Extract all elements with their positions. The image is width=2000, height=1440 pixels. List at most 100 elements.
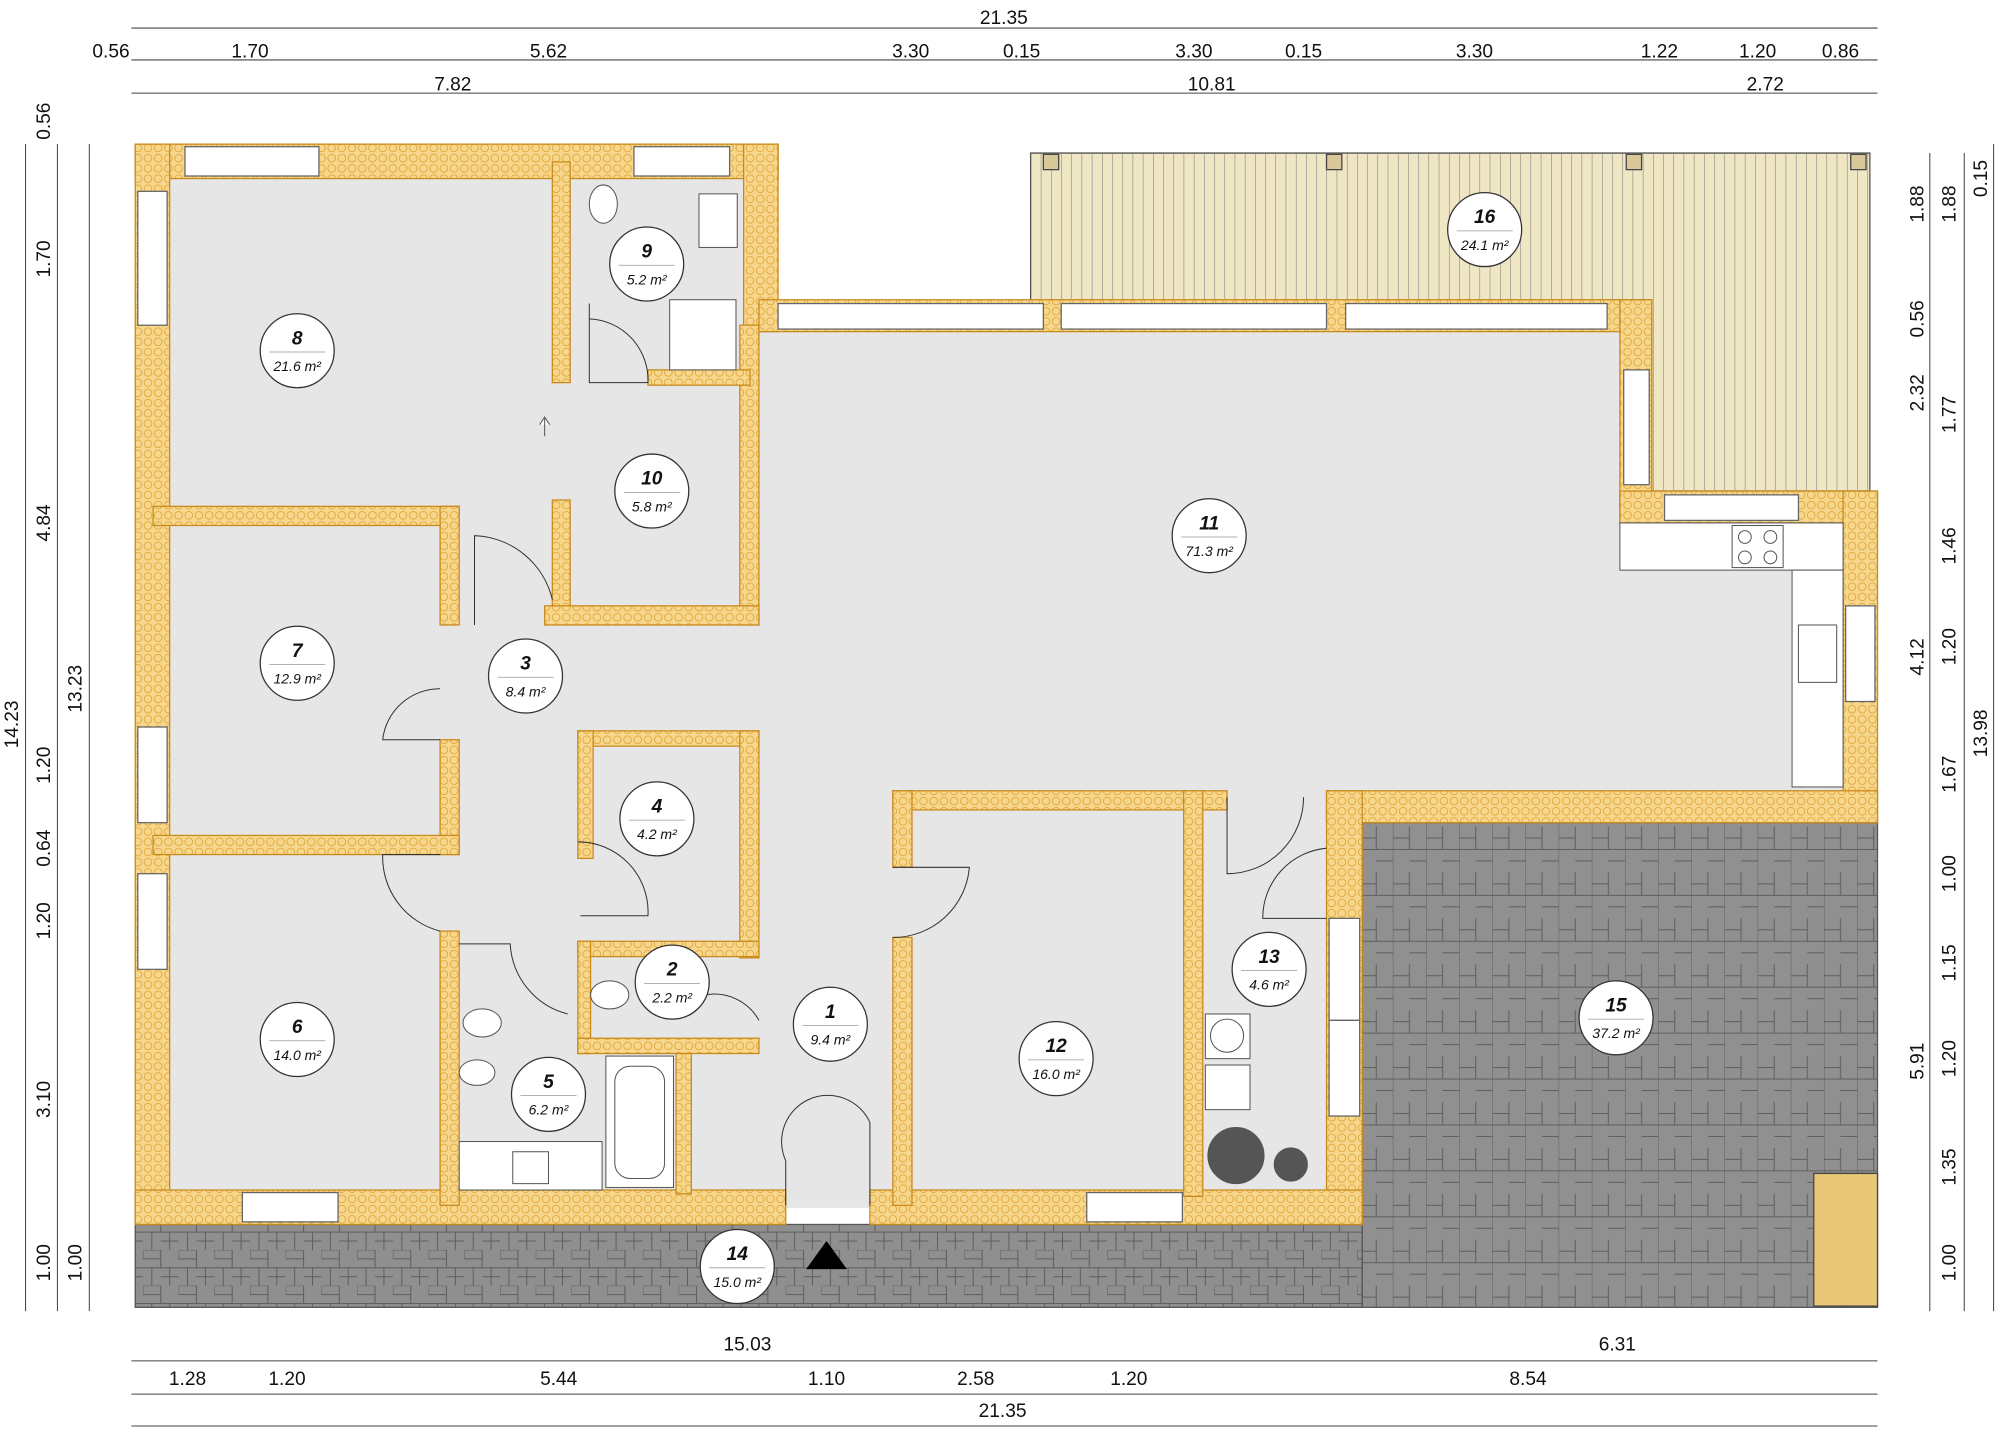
room-number: 5	[543, 1072, 554, 1093]
kitchen-sink-icon	[1797, 624, 1838, 683]
dimension-bottom-sections: 15.03	[724, 1335, 772, 1356]
room-number: 6	[292, 1017, 303, 1038]
room-label-5: 5 6.2 m²	[510, 1056, 587, 1132]
room-label-9: 95.2 m²	[609, 226, 685, 302]
room-label-1: 19.4 m²	[792, 986, 868, 1062]
deck-posts	[1042, 153, 1867, 171]
interior-walls	[152, 161, 1228, 1206]
room-area: 6.2 m²	[529, 1102, 570, 1118]
firewood-stack	[1813, 1172, 1879, 1307]
dimension-left-detail: 0.64	[34, 829, 55, 867]
room-number: 14	[727, 1244, 749, 1265]
dimension-right-outer: 0.15	[1971, 160, 1992, 197]
stair-arrow-icon	[539, 416, 551, 437]
dimension-top-detail: 0.15	[1285, 41, 1322, 62]
room-label-6: 6 14.0 m²	[259, 1001, 335, 1078]
room-number: 10	[641, 469, 663, 490]
room-area: 4.6 m²	[1249, 977, 1290, 993]
room-area: 9.4 m²	[810, 1032, 851, 1048]
dimension-top-detail: 0.15	[1003, 41, 1040, 62]
room-number: 15	[1605, 995, 1627, 1016]
dimension-top-detail: 3.30	[1175, 41, 1212, 62]
washbasin-icon	[698, 193, 738, 248]
room-area: 15.0 m²	[713, 1274, 762, 1290]
dimension-left-detail: 1.70	[34, 240, 55, 277]
room-label-11: 11 71.3 m²	[1171, 498, 1247, 574]
fixtures	[458, 184, 1844, 1191]
dimension-left-detail: 4.84	[34, 504, 55, 542]
room-number: 11	[1199, 513, 1219, 534]
room-number: 8	[292, 328, 303, 349]
room-label-16: 16 24.1 m²	[1447, 191, 1523, 268]
dimension-left-detail: 1.20	[34, 747, 55, 784]
room-area: 12.9 m²	[273, 671, 322, 687]
dimension-bottom-detail: 1.20	[268, 1369, 305, 1390]
room-number: 7	[292, 641, 304, 662]
dimension-top-detail: 1.20	[1739, 41, 1776, 62]
dimension-left-detail: 1.00	[34, 1244, 55, 1281]
dimension-left-detail: 3.10	[34, 1081, 55, 1118]
dimension-top-sections: 7.82	[434, 75, 471, 96]
dimension-top-sections: 10.81	[1188, 75, 1236, 96]
dimension-top-detail: 0.56	[92, 41, 129, 62]
room-number: 4	[651, 796, 663, 817]
room-number: 13	[1258, 947, 1280, 968]
kitchen-counter	[1619, 522, 1844, 571]
dimension-top-detail: 3.30	[892, 41, 929, 62]
dimension-right-sections: 5.91	[1907, 1043, 1928, 1080]
room-area: 14.0 m²	[273, 1047, 322, 1063]
dimension-right-detail: 1.46	[1939, 527, 1960, 564]
dimension-top-detail: 0.86	[1822, 41, 1859, 62]
dimension-bottom-detail: 5.44	[540, 1369, 578, 1390]
shower-tray-icon	[669, 299, 737, 371]
room-label-7: 7 12.9 m²	[259, 625, 335, 701]
dimension-right-sections: 2.32	[1907, 374, 1928, 411]
room-label-3: 3 8.4 m²	[487, 638, 564, 714]
dimension-right-detail: 1.67	[1939, 756, 1960, 793]
room-area: 24.1 m²	[1460, 237, 1510, 253]
dimension-bottom-sections: 6.31	[1599, 1335, 1636, 1356]
dimension-left-inner: 13.23	[66, 665, 87, 713]
room-label-4: 4 4.2 m²	[619, 781, 695, 857]
entrance-arrow-icon	[806, 1241, 847, 1270]
dimension-right-detail: 1.35	[1939, 1148, 1960, 1185]
dimension-right-detail: 1.20	[1939, 628, 1960, 665]
room-area: 8.4 m²	[506, 683, 547, 699]
dimension-bottom-detail: 1.20	[1110, 1369, 1147, 1390]
dimension-top-sections: 2.72	[1747, 75, 1784, 96]
room-area: 4.2 m²	[637, 826, 678, 842]
dimension-right-sections: 0.56	[1907, 300, 1928, 337]
toilet-icon	[590, 980, 630, 1010]
dimension-top-detail: 3.30	[1456, 41, 1493, 62]
dimension-top-detail: 5.62	[530, 41, 567, 62]
dimension-top-total: 21.35	[980, 8, 1028, 29]
dimension-bottom-detail: 1.10	[808, 1369, 845, 1390]
dimension-top-detail: 1.70	[231, 41, 268, 62]
room-area: 21.6 m²	[272, 358, 322, 374]
dimension-right-detail: 1.20	[1939, 1040, 1960, 1077]
room-number: 16	[1474, 207, 1496, 228]
room-area: 71.3 m²	[1185, 543, 1234, 559]
dimension-right-outer: 13.98	[1971, 709, 1992, 757]
windows	[137, 146, 1876, 1223]
dimension-left-detail: 0.56	[34, 103, 55, 140]
dimension-bottom-detail: 1.28	[169, 1369, 206, 1390]
room-number: 3	[520, 654, 531, 675]
dimension-left-detail: 1.20	[34, 902, 55, 939]
dimension-right-detail: 1.15	[1939, 944, 1960, 981]
dimension-right-detail: 1.77	[1939, 396, 1960, 433]
dimension-top-detail: 1.22	[1641, 41, 1678, 62]
room-label-8: 8 21.6 m²	[259, 313, 335, 389]
room-number: 9	[641, 242, 652, 263]
washbasin-icon	[512, 1151, 549, 1185]
room-label-2: 22.2 m²	[634, 944, 710, 1020]
dryer-icon	[1204, 1064, 1251, 1111]
room-area: 5.8 m²	[632, 498, 673, 514]
boiler-icon	[1207, 1127, 1265, 1185]
dimension-right-detail: 1.00	[1939, 855, 1960, 892]
room-number: 2	[666, 960, 678, 981]
terrace-15-paving	[1361, 822, 1879, 1308]
